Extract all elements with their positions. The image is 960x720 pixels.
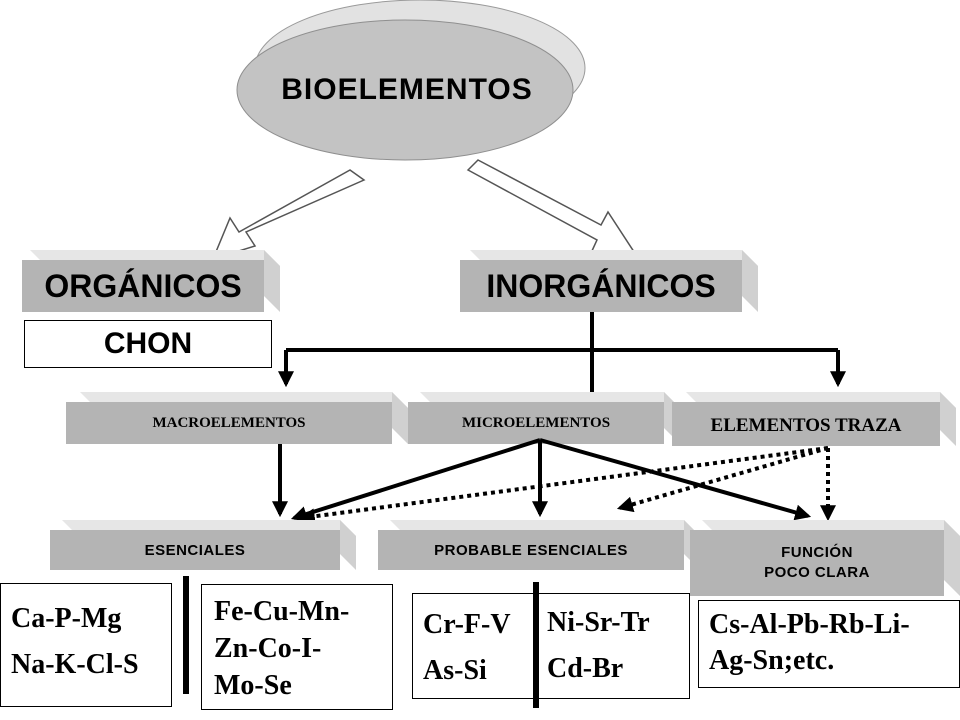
block-funcion-poco-clara-shape [690,520,960,596]
block-elementos-traza-shape [672,392,956,446]
element-line: As-Si [423,655,487,686]
group-microelementos: MICROELEMENTOS [461,414,611,431]
element-box-essential-micro: Fe-Cu-Mn- Zn-Co-I- Mo-Se [201,584,393,710]
element-line: Cd-Br [547,653,624,684]
category-inorganicos: INORGÁNICOS [486,267,716,304]
element-line: Ni-Sr-Tr [547,607,650,638]
arrows-dotted [298,446,836,525]
class-funcion-line1: FUNCIÓN [781,544,853,561]
element-line: Na-K-Cl-S [11,649,139,680]
class-funcion-poco-clara: FUNCIÓN POCO CLARA [690,532,944,594]
element-box-probable: Cr-F-V As-Si Ni-Sr-Tr Cd-Br [412,593,690,699]
element-line: Fe-Cu-Mn- [214,596,350,627]
class-funcion-line2: POCO CLARA [764,564,870,581]
group-macroelementos: MACROELEMENTOS [152,414,306,431]
arrow-root-to-inorganicos [466,159,640,259]
separator-bar [183,576,189,694]
element-line: Ca-P-Mg [11,603,122,634]
connector-inorganicos [278,312,846,392]
element-line: Cs-Al-Pb-Rb-Li- [709,609,910,640]
root-node-shape [236,0,586,161]
category-organicos: ORGÁNICOS [44,267,242,304]
block-inorganicos-shape [460,250,758,312]
group-elementos-traza: ELEMENTOS TRAZA [710,415,902,436]
block-macroelementos-shape [66,392,408,444]
class-probable-esenciales: PROBABLE ESENCIALES [434,541,628,559]
root-node-label: BIOELEMENTOS [281,73,533,106]
arrows-solid [272,438,812,522]
element-box-essential-macro: Ca-P-Mg Na-K-Cl-S [0,583,172,707]
organic-elements-box: CHON [24,320,272,368]
block-microelementos-shape [408,392,680,444]
class-esenciales: ESENCIALES [144,541,246,559]
element-line: Cr-F-V [423,609,511,640]
block-esenciales-shape [50,520,356,570]
arrow-root-to-organicos [211,169,366,261]
separator-bar [533,582,539,708]
element-line: Mo-Se [214,670,292,701]
element-line: Ag-Sn;etc. [709,645,835,676]
block-organicos-shape [22,250,280,312]
element-box-unclear: Cs-Al-Pb-Rb-Li- Ag-Sn;etc. [698,600,960,688]
element-line: Zn-Co-I- [214,633,322,664]
